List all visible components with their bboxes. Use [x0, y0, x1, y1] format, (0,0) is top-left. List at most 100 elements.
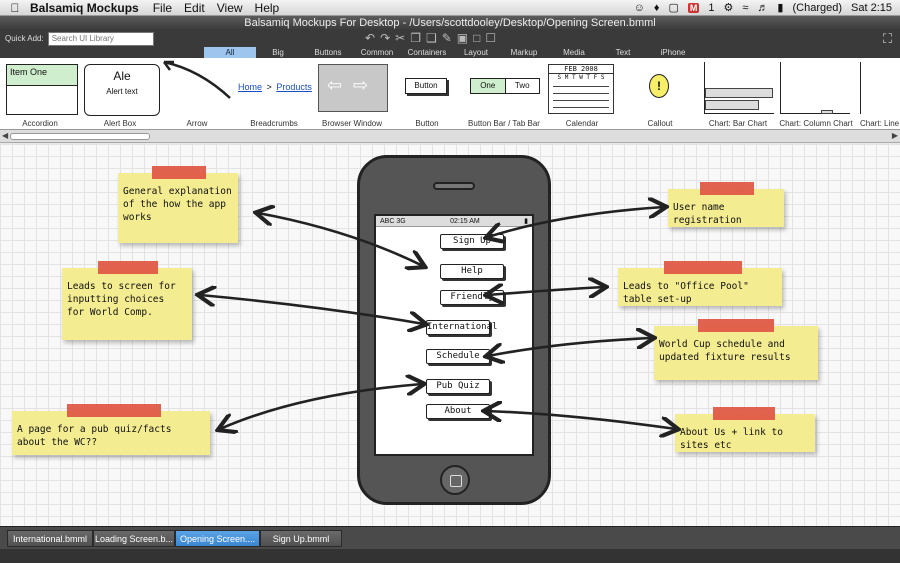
international-button[interactable]: International: [426, 320, 497, 335]
tape: [152, 166, 206, 179]
sync-icon[interactable]: ⚙: [723, 2, 734, 14]
skype-icon[interactable]: ☺: [633, 2, 645, 14]
tab-text[interactable]: Text: [615, 48, 631, 57]
tab-containers[interactable]: Containers: [407, 48, 447, 57]
apple-icon[interactable]: : [0, 1, 30, 15]
tape: [98, 261, 158, 274]
cut-icon[interactable]: ✂: [395, 31, 406, 45]
group-icon[interactable]: ▣: [456, 31, 469, 45]
status-bar: [0, 549, 900, 563]
menu-help[interactable]: Help: [254, 0, 280, 15]
bar-chart-icon: [704, 62, 774, 114]
library-item-accordion[interactable]: Item One Accordion: [0, 58, 80, 129]
friendly-button[interactable]: Friendly: [440, 290, 504, 305]
library-item-calendar[interactable]: FEB 2008 S M T W T F S Calendar: [544, 58, 620, 129]
sticky-note-username[interactable]: User name registration: [668, 182, 784, 227]
undo-icon[interactable]: ↶: [365, 31, 376, 45]
library-item-button[interactable]: Button Button: [390, 58, 464, 129]
tape: [713, 407, 775, 420]
fullscreen-icon[interactable]: ⛶: [882, 31, 892, 46]
mac-menu-bar:  Balsamiq Mockups File Edit View Help ☺…: [0, 0, 900, 16]
mockup-canvas[interactable]: ABC 3G 02:15 AM ▮ Sign Up Help Friendly …: [0, 144, 900, 526]
library-scrollbar[interactable]: ◀ ▶: [0, 130, 900, 143]
library-label: Chart: Line: [860, 119, 900, 128]
schedule-button[interactable]: Schedule: [426, 349, 490, 364]
library-item-button-bar[interactable]: One Two Button Bar / Tab Bar: [464, 58, 544, 129]
library-item-arrow[interactable]: Arrow: [160, 58, 234, 129]
tab-loading-screen[interactable]: Loading Screen.b...: [93, 530, 175, 547]
tab-common[interactable]: Common: [360, 48, 394, 57]
paste-icon[interactable]: ❑: [425, 31, 437, 45]
library-item-column-chart[interactable]: Chart: Column Chart: [776, 58, 856, 129]
battery-icon[interactable]: ▮: [777, 2, 784, 14]
copy-icon[interactable]: ❐: [410, 31, 421, 45]
library-label: Button Bar / Tab Bar: [468, 119, 540, 128]
scroll-right-icon[interactable]: ▶: [891, 131, 898, 140]
about-button[interactable]: About: [426, 404, 490, 419]
back-arrow-icon: ⇦: [327, 75, 343, 95]
sticky-note-inputting[interactable]: Leads to screen for inputting choices fo…: [62, 261, 192, 340]
search-ui-library-input[interactable]: [47, 31, 154, 46]
clock[interactable]: Sat 2:15: [851, 2, 892, 14]
help-button[interactable]: Help: [440, 264, 504, 279]
line-chart-icon: [860, 62, 900, 114]
library-label: Calendar: [565, 119, 599, 128]
redo-icon[interactable]: ↷: [380, 31, 391, 45]
library-item-breadcrumbs[interactable]: Home > Products Breadcrumbs: [234, 58, 314, 129]
signup-button[interactable]: Sign Up: [440, 234, 504, 249]
home-button-icon: [440, 465, 470, 495]
column-chart-icon: [780, 62, 850, 114]
ungroup-icon[interactable]: □: [473, 31, 481, 45]
app-menu[interactable]: Balsamiq Mockups: [30, 0, 139, 15]
sticky-note-general[interactable]: General explanation of the how the app w…: [118, 166, 238, 243]
bar-button-two: Two: [514, 81, 530, 90]
scrollbar-thumb[interactable]: [10, 133, 150, 140]
dropbox-icon[interactable]: ▢: [668, 2, 679, 14]
tab-iphone[interactable]: iPhone: [660, 48, 686, 57]
tab-media[interactable]: Media: [563, 48, 585, 57]
toolbar: Quick Add: ↶ ↷ ✂ ❐ ❑ ✎ ▣ □ ☐ ⛶: [0, 30, 900, 47]
menu-file[interactable]: File: [152, 0, 173, 15]
evernote-icon[interactable]: ♦: [653, 2, 660, 14]
tab-sign-up[interactable]: Sign Up.bmml: [260, 530, 342, 547]
wifi-icon[interactable]: ≈: [742, 2, 749, 14]
calendar-header: FEB 2008: [549, 65, 613, 74]
sticky-note-worldcup[interactable]: World Cup schedule and updated fixture r…: [654, 319, 818, 380]
tape: [67, 404, 161, 417]
library-item-alert-box[interactable]: Ale Alert text Alert Box: [80, 58, 160, 129]
battery-icon: ▮: [524, 218, 528, 225]
sticky-note-aboutus[interactable]: About Us + link to sites etc: [675, 407, 815, 452]
speaker-icon: [433, 182, 475, 190]
pub-quiz-button[interactable]: Pub Quiz: [426, 379, 490, 394]
library-label: Chart: Bar Chart: [708, 119, 768, 128]
tab-big[interactable]: Big: [272, 48, 284, 57]
tab-layout[interactable]: Layout: [463, 48, 489, 57]
tab-opening-screen[interactable]: Opening Screen....: [175, 530, 260, 547]
forward-arrow-icon: ⇨: [353, 75, 369, 95]
menu-view[interactable]: View: [216, 0, 243, 15]
library-item-browser-window[interactable]: ⇦ ⇨ Browser Window: [314, 58, 390, 129]
note-text: Leads to screen for inputting choices fo…: [67, 281, 176, 318]
tab-markup[interactable]: Markup: [510, 48, 538, 57]
tab-all[interactable]: All: [204, 47, 256, 58]
tab-buttons[interactable]: Buttons: [314, 48, 342, 57]
calendar-grid: [553, 83, 609, 111]
volume-icon[interactable]: ♬: [757, 2, 769, 14]
document-tabs: International.bmml Loading Screen.b... O…: [0, 526, 900, 549]
library-item-callout[interactable]: ! Callout: [620, 58, 700, 129]
library-item-bar-chart[interactable]: Chart: Bar Chart: [700, 58, 776, 129]
scroll-left-icon[interactable]: ◀: [2, 131, 9, 140]
gmail-icon[interactable]: M: [687, 3, 700, 13]
sticky-note-pubquiz[interactable]: A page for a pub quiz/facts about the WC…: [12, 404, 210, 455]
note-text: About Us + link to sites etc: [680, 427, 783, 451]
library-item-line-chart[interactable]: Chart: Line: [856, 58, 900, 129]
sticky-note-officepool[interactable]: Leads to "Office Pool" table set-up: [618, 261, 782, 306]
edit-icon[interactable]: ✎: [441, 31, 452, 45]
lock-icon[interactable]: ☐: [485, 31, 497, 45]
note-text: A page for a pub quiz/facts about the WC…: [17, 424, 172, 448]
note-text: Leads to "Office Pool" table set-up: [623, 281, 749, 305]
menu-edit[interactable]: Edit: [184, 0, 205, 15]
tab-international[interactable]: International.bmml: [7, 530, 93, 547]
callout-icon: !: [649, 74, 669, 98]
note-text: General explanation of the how the app w…: [123, 186, 232, 223]
